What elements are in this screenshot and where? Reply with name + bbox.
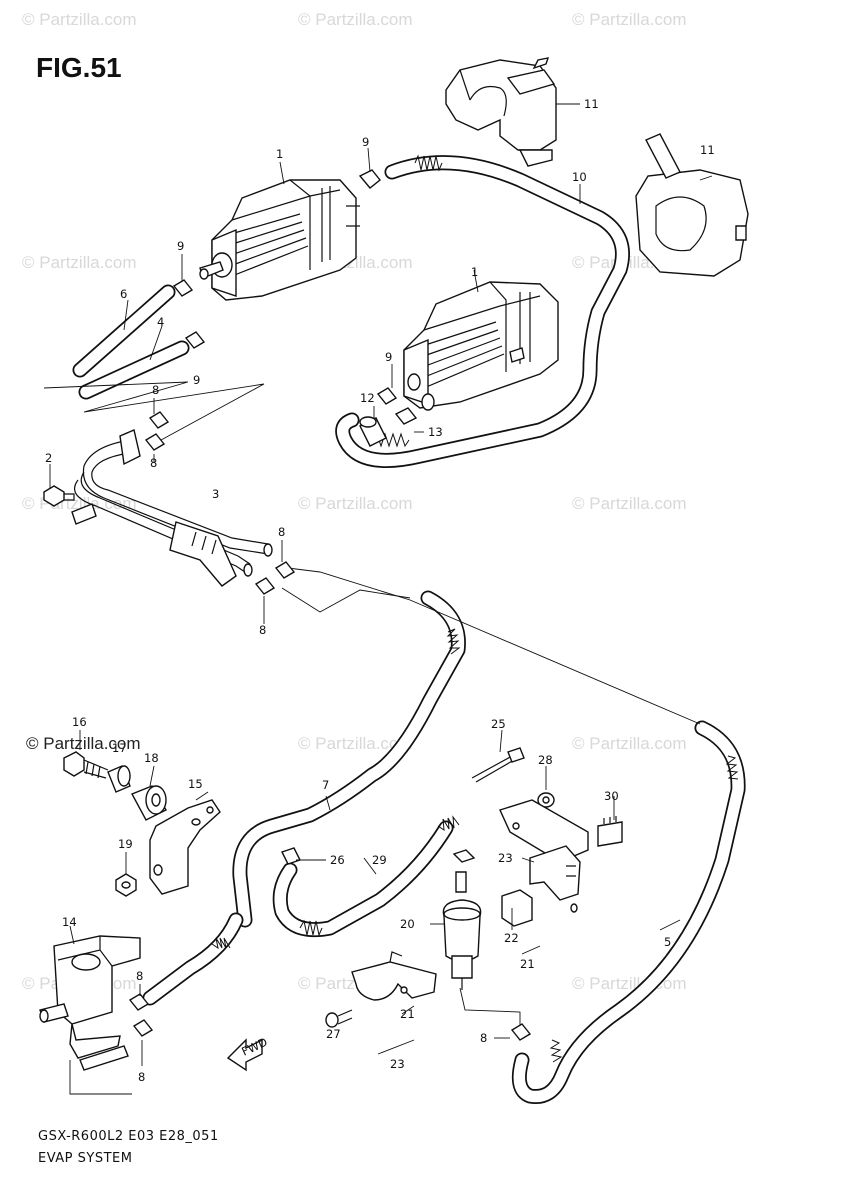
callout-2: 2 bbox=[45, 451, 52, 465]
clamp-13 bbox=[394, 407, 418, 425]
callout-6: 6 bbox=[120, 287, 127, 301]
callout-8: 8 bbox=[480, 1031, 487, 1045]
callout-8: 8 bbox=[152, 383, 159, 397]
callout-9: 9 bbox=[193, 373, 200, 387]
clamp-9-lower bbox=[376, 387, 398, 405]
callout-29: 29 bbox=[372, 853, 387, 867]
clamp-9-top bbox=[358, 169, 381, 189]
hose-6 bbox=[72, 284, 176, 378]
callout-1: 1 bbox=[276, 147, 283, 161]
bracket-11-right bbox=[635, 133, 749, 277]
figure-name: EVAP SYSTEM bbox=[38, 1151, 133, 1166]
clamp-9-mid bbox=[184, 331, 206, 349]
hose-4 bbox=[78, 340, 190, 400]
watermark: © Partzilla.com bbox=[298, 734, 413, 753]
pipe-3 bbox=[71, 429, 273, 587]
hose-29 bbox=[272, 815, 460, 938]
filter-20 bbox=[442, 849, 482, 990]
callout-18: 18 bbox=[144, 751, 159, 765]
clamp-8-a bbox=[148, 411, 170, 429]
callout-11: 11 bbox=[584, 97, 599, 111]
callout-28: 28 bbox=[538, 753, 553, 767]
callout-8: 8 bbox=[150, 456, 157, 470]
callout-30: 30 bbox=[604, 789, 619, 803]
bolt-2 bbox=[43, 485, 75, 507]
callout-5: 5 bbox=[664, 935, 671, 949]
callout-8: 8 bbox=[138, 1070, 145, 1084]
bracket-15 bbox=[149, 799, 221, 895]
callout-12: 12 bbox=[360, 391, 375, 405]
callout-9: 9 bbox=[177, 239, 184, 253]
callout-21: 21 bbox=[520, 957, 535, 971]
clamp-21 bbox=[351, 951, 437, 1001]
callout-15: 15 bbox=[188, 777, 203, 791]
callout-9: 9 bbox=[385, 350, 392, 364]
callout-25: 25 bbox=[491, 717, 506, 731]
canister-1-lower bbox=[403, 281, 559, 411]
bolt-25 bbox=[471, 747, 525, 783]
clamp-8-c bbox=[274, 561, 296, 579]
callout-8: 8 bbox=[136, 969, 143, 983]
watermark: © Partzilla.com bbox=[572, 734, 687, 753]
callout-21: 21 bbox=[400, 1007, 415, 1021]
callout-23: 23 bbox=[498, 851, 513, 865]
callout-20: 20 bbox=[400, 917, 415, 931]
clamp-26 bbox=[281, 847, 301, 865]
leader-lines bbox=[49, 103, 713, 1066]
callout-27: 27 bbox=[326, 1027, 341, 1041]
callout-labels: 1 1 2 3 4 5 6 7 8 8 8 8 8 8 8 9 9 9 9 10… bbox=[45, 97, 715, 1084]
callout-17: 17 bbox=[112, 741, 127, 755]
callout-10: 10 bbox=[572, 170, 587, 184]
grommet-18 bbox=[131, 785, 167, 821]
callout-1: 1 bbox=[471, 265, 478, 279]
callout-23: 23 bbox=[390, 1057, 405, 1071]
callout-3: 3 bbox=[212, 487, 219, 501]
clamp-9-left bbox=[172, 279, 194, 297]
callout-16: 16 bbox=[72, 715, 87, 729]
watermark: © Partzilla.com bbox=[572, 494, 687, 513]
watermark: © Partzilla.com bbox=[298, 10, 413, 29]
fwd-arrow-icon: FWD bbox=[226, 1035, 270, 1072]
callout-9: 9 bbox=[362, 135, 369, 149]
callout-19: 19 bbox=[118, 837, 133, 851]
bracket-23-upper bbox=[499, 799, 589, 913]
watermark: © Partzilla.com bbox=[22, 253, 137, 272]
watermark: © Partzilla.com bbox=[572, 10, 687, 29]
clamps bbox=[128, 169, 532, 1041]
clip-22 bbox=[501, 889, 533, 927]
callout-13: 13 bbox=[428, 425, 443, 439]
callout-11: 11 bbox=[700, 143, 715, 157]
watermark: © Partzilla.com bbox=[298, 494, 413, 513]
callout-22: 22 bbox=[504, 931, 519, 945]
nut-19 bbox=[115, 873, 137, 897]
clamp-8-b bbox=[144, 433, 166, 451]
solenoid-valve-14 bbox=[39, 935, 141, 1071]
canister-1-upper bbox=[199, 179, 360, 301]
clamp-8-e bbox=[128, 993, 150, 1011]
bracket-11-upper bbox=[445, 57, 557, 167]
clamp-8-f bbox=[132, 1019, 154, 1037]
figure-title: FIG.51 bbox=[36, 52, 122, 83]
figure-code: GSX-R600L2 E03 E28_051 bbox=[38, 1129, 219, 1144]
hose-7 bbox=[142, 590, 466, 1006]
washer-28 bbox=[537, 792, 555, 808]
connection-lines bbox=[43, 381, 701, 1095]
collar-17 bbox=[107, 765, 131, 793]
clamp-8-g bbox=[510, 1023, 532, 1041]
cap-12 bbox=[359, 416, 387, 447]
bolt-27 bbox=[325, 1009, 353, 1028]
callout-14: 14 bbox=[62, 915, 77, 929]
clamp-8-d bbox=[254, 577, 276, 595]
connector-30 bbox=[597, 816, 623, 847]
callout-8: 8 bbox=[259, 623, 266, 637]
callout-26: 26 bbox=[330, 853, 345, 867]
callout-8: 8 bbox=[278, 525, 285, 539]
watermark: © Partzilla.com bbox=[22, 10, 137, 29]
hose-5 bbox=[511, 720, 746, 1105]
bolt-16 bbox=[63, 751, 109, 779]
callout-4: 4 bbox=[157, 315, 164, 329]
callout-7: 7 bbox=[322, 778, 329, 792]
partzilla-logo-text: © Partzilla.com bbox=[26, 734, 141, 753]
